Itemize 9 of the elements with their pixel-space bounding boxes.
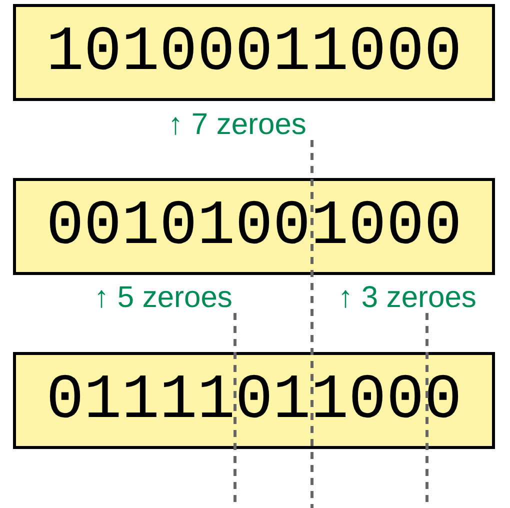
zero-count-label: ↑ 7 zeroes — [168, 108, 306, 142]
bit-string-box — [13, 4, 495, 101]
bit-string-box — [13, 352, 495, 449]
bit-string: 01111011000 — [46, 369, 462, 432]
zero-count-label: ↑ 5 zeroes — [94, 281, 232, 315]
zero-count-label: ↑ 3 zeroes — [338, 281, 476, 315]
bit-string: 10100011000 — [46, 21, 462, 84]
bit-string-box — [13, 178, 495, 275]
bit-string: 00101001000 — [46, 195, 462, 258]
